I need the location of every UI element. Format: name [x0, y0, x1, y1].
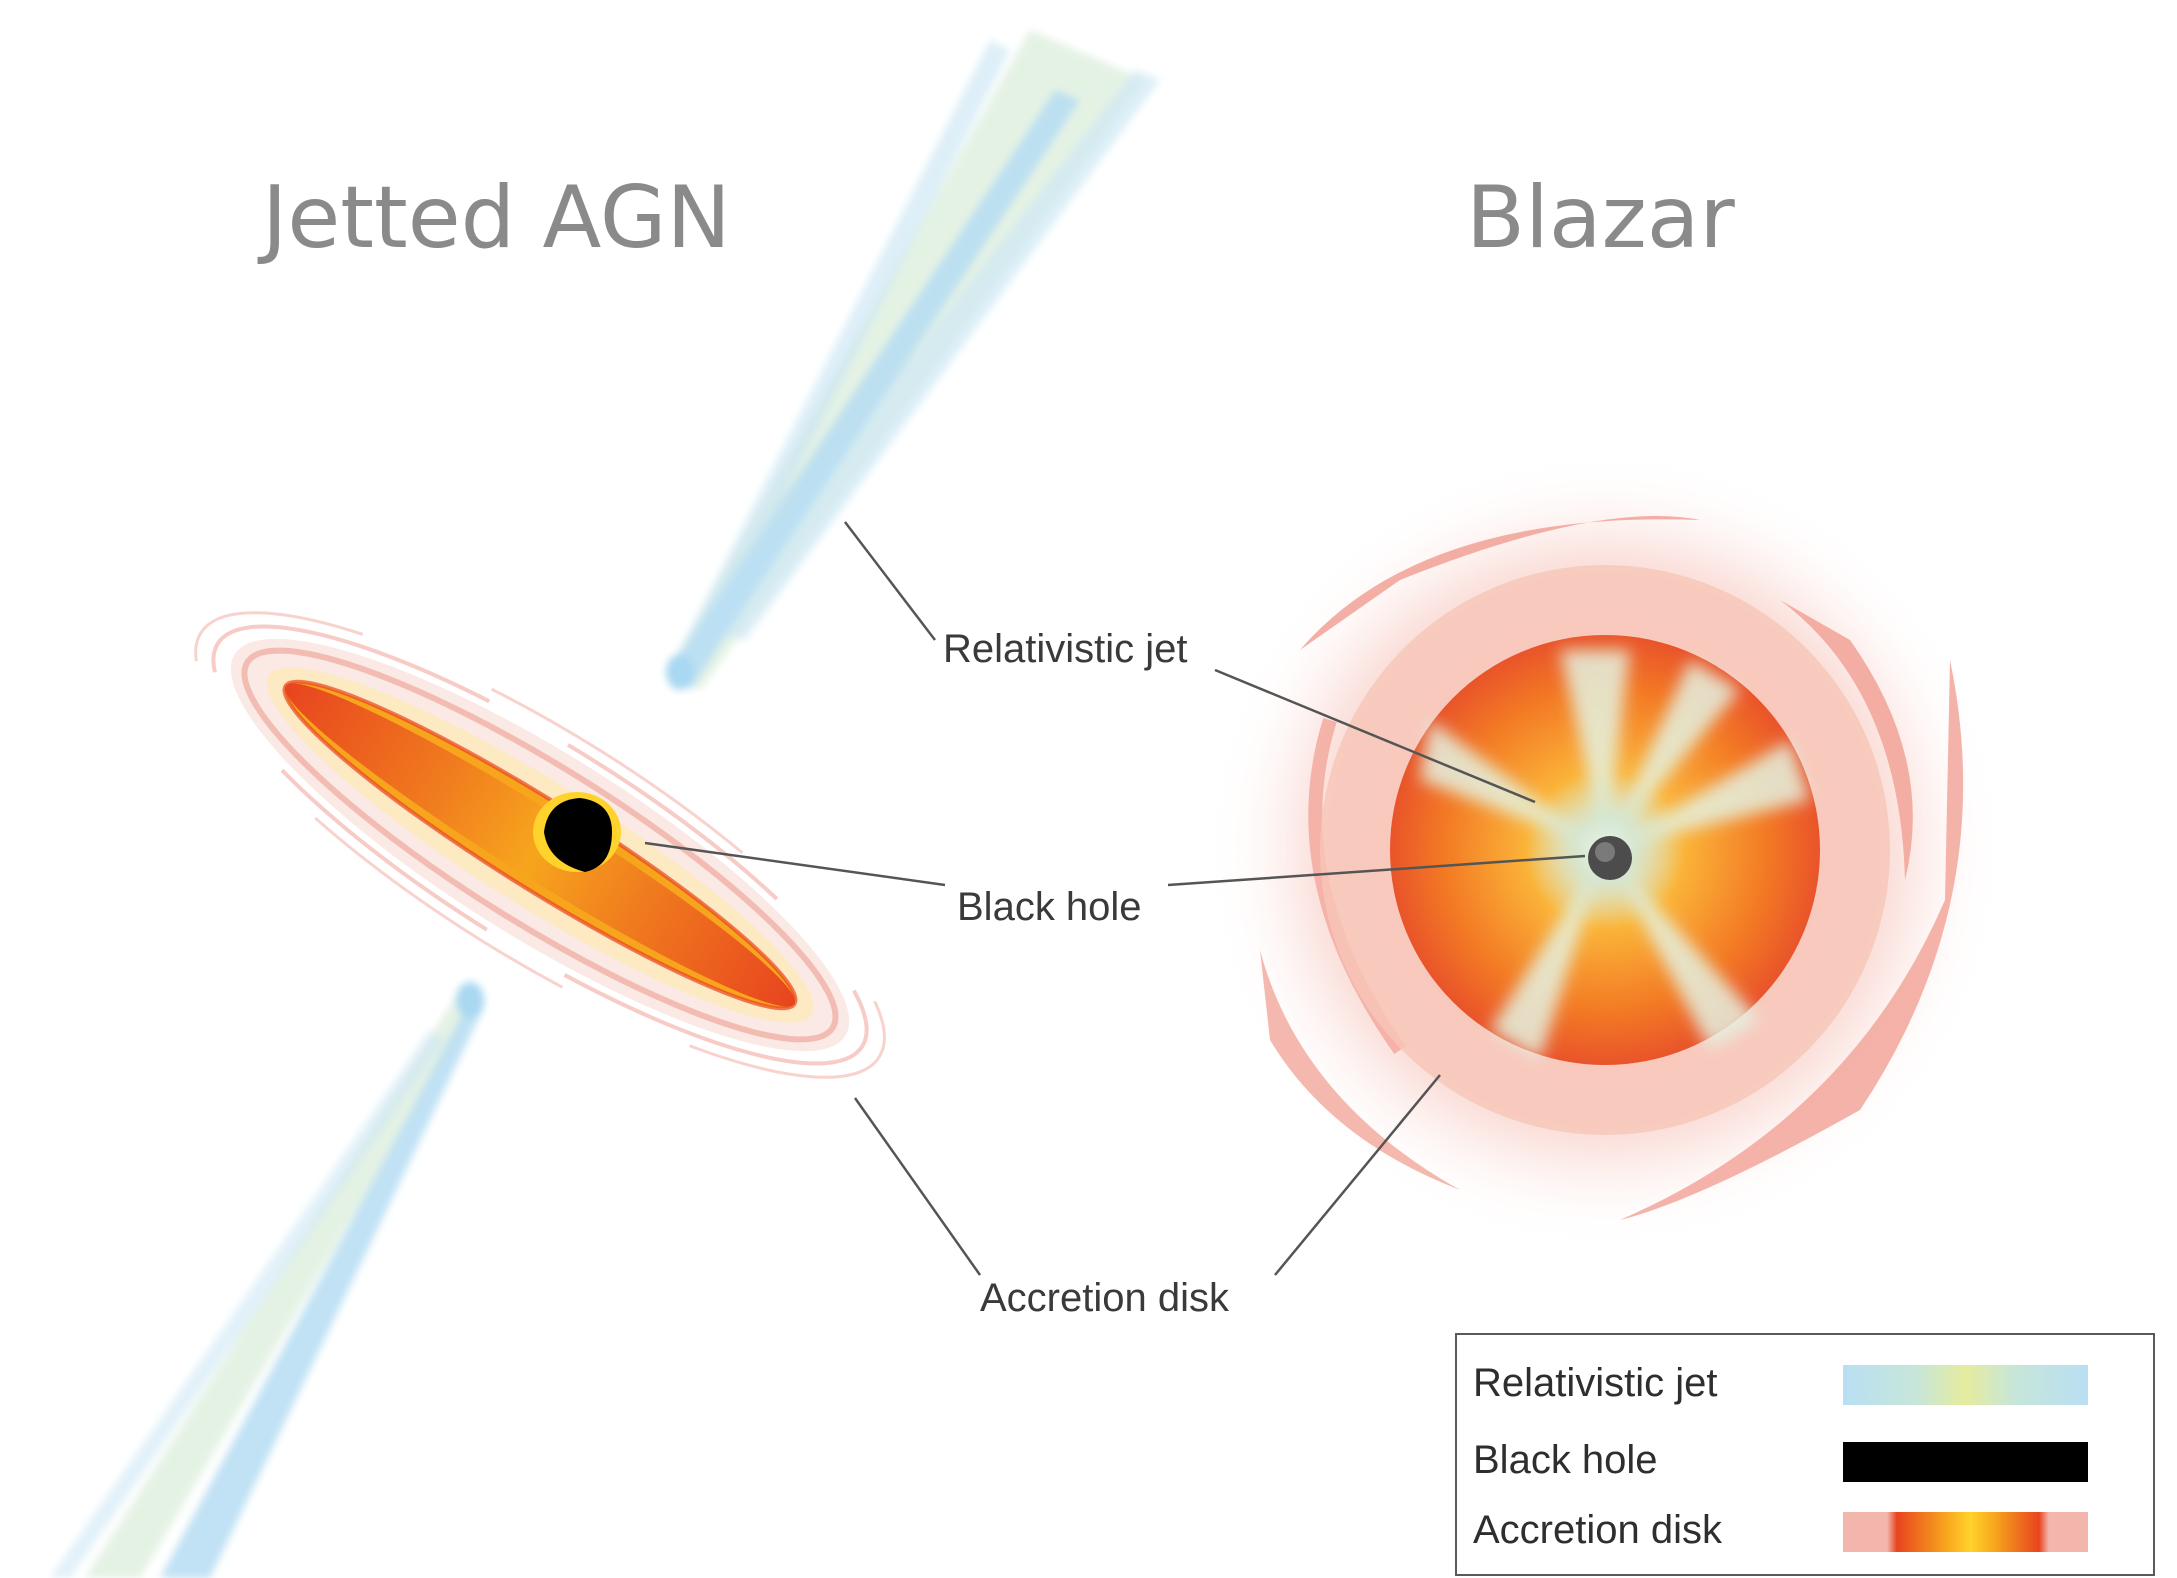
upper-jet	[665, 30, 1160, 690]
leader-lines	[644, 521, 1586, 1276]
legend-swatch-disk	[1843, 1512, 2088, 1552]
leader-disk-left	[853, 1097, 982, 1276]
leader-jet-right	[1214, 668, 1536, 804]
legend-row-disk: Accretion disk	[1457, 1498, 2153, 1568]
leader-jet-left	[844, 521, 936, 641]
legend-label-black-hole: Black hole	[1473, 1438, 1658, 1482]
legend-row-black-hole: Black hole	[1457, 1428, 2153, 1498]
legend-label-disk: Accretion disk	[1473, 1508, 1722, 1552]
blazar	[1225, 470, 1985, 1230]
leader-disk-right	[1274, 1074, 1441, 1276]
legend-swatch-jet	[1843, 1365, 2088, 1405]
legend-label-jet: Relativistic jet	[1473, 1361, 1718, 1405]
callout-black-hole: Black hole	[957, 885, 1142, 929]
callout-accretion-disk: Accretion disk	[980, 1276, 1229, 1320]
leader-bh-right	[1167, 854, 1586, 887]
callout-relativistic-jet: Relativistic jet	[943, 627, 1188, 671]
legend: Relativistic jet Black hole Accretion di…	[1455, 1333, 2155, 1576]
legend-swatch-black-hole	[1843, 1442, 2088, 1482]
leader-bh-left	[644, 841, 946, 887]
lower-jet	[50, 982, 485, 1578]
title-jetted-agn: Jetted AGN	[262, 168, 731, 268]
title-blazar: Blazar	[1466, 168, 1735, 268]
agn-black-hole	[533, 792, 621, 872]
legend-row-jet: Relativistic jet	[1457, 1351, 2153, 1421]
